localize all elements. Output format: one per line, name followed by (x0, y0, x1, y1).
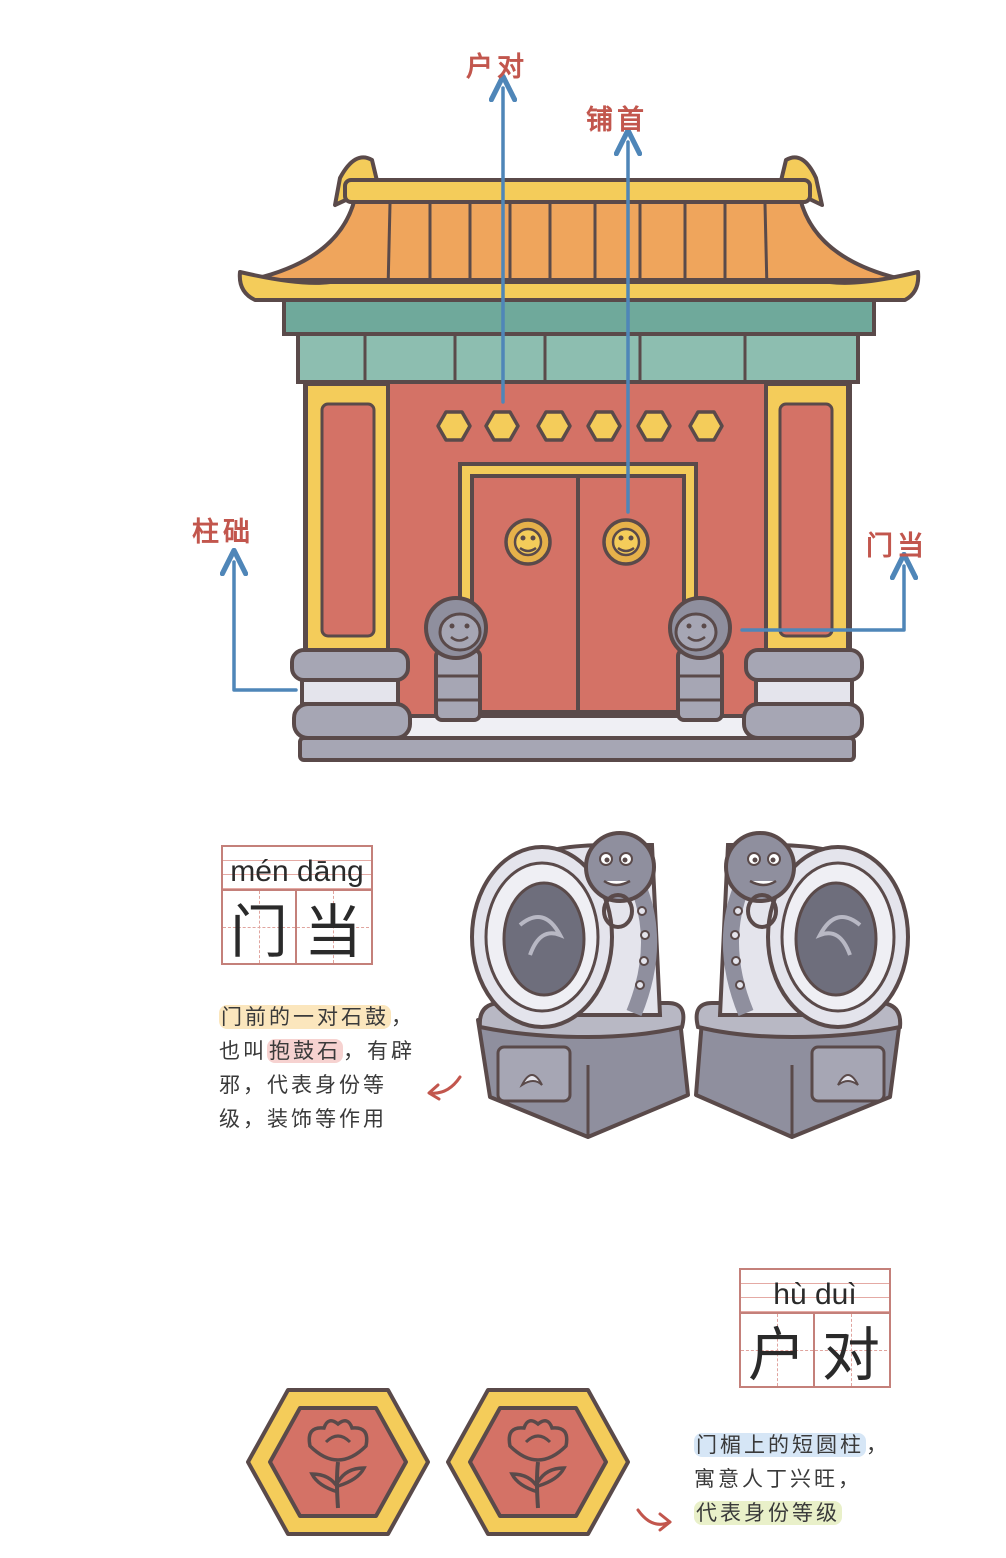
desc-text: 邪，代表身份等 (219, 1073, 387, 1097)
callout-mendang: 门当 (866, 531, 928, 562)
pinyin-line: hù duì (741, 1270, 889, 1314)
hudui-hexagon-left (246, 1388, 430, 1536)
side-panel-right (764, 382, 850, 656)
desc-text: 级，装饰等作用 (219, 1107, 387, 1131)
drum-stone-right (694, 831, 910, 1139)
desc-text: ， (391, 1005, 415, 1029)
lion-statue-left (424, 596, 488, 722)
arrow-mendang (740, 566, 904, 632)
hudui-hexagons (436, 410, 724, 442)
callout-pushou: 铺首 (586, 105, 648, 136)
lion-statue-right (668, 596, 732, 722)
mendang-description: 门前的一对石鼓， 也叫抱鼓石，有辟 邪，代表身份等 级，装饰等作用 (219, 1000, 459, 1136)
hanzi-grid: 户 对 (741, 1314, 889, 1389)
base-platform (298, 736, 856, 762)
pinyin-hudui: hù duì (773, 1278, 857, 1311)
pinyin-line: mén dāng (223, 847, 371, 891)
hanzi-cell: 门 (223, 891, 295, 966)
pointer-arrow-drum (428, 1075, 462, 1095)
side-panel-left (304, 382, 390, 656)
desc-text: ， (866, 1433, 890, 1457)
pillar-base-right (742, 648, 864, 740)
pillar-base-left (290, 648, 412, 740)
highlight-status: 代表身份等级 (694, 1501, 842, 1525)
hanzi-men: 门 (229, 898, 288, 966)
hanzi-cell: 对 (813, 1314, 887, 1389)
teal-beams (282, 298, 876, 384)
hanzi-cell: 户 (741, 1314, 813, 1389)
hanzi-cell: 当 (295, 891, 369, 966)
door-knocker-right (602, 518, 650, 566)
highlight-mendang: 门前的一对石鼓 (219, 1005, 391, 1029)
highlight-baogushi: 抱鼓石 (267, 1039, 343, 1063)
desc-text: 也叫 (219, 1039, 267, 1063)
main-door (458, 462, 698, 716)
roof (237, 155, 921, 302)
drum-stones-illustration (427, 831, 910, 1139)
door-knocker-left (504, 518, 552, 566)
term-card-mendang: mén dāng 门 当 (221, 845, 373, 966)
highlight-hudui: 门楣上的短圆柱 (694, 1433, 866, 1457)
hudui-hexagons-illustration (246, 1388, 672, 1536)
callout-hudui: 户对 (466, 52, 528, 83)
hudui-hexagon-right (446, 1388, 630, 1536)
callout-zhuchu: 柱础 (192, 517, 254, 548)
desc-text: ，有辟 (343, 1039, 415, 1063)
term-card-hudui: hù duì 户 对 (739, 1268, 891, 1389)
drum-stone-left (470, 831, 690, 1139)
gate-illustration (0, 0, 921, 762)
arrow-zhuchu (234, 562, 298, 692)
hanzi-dui: 对 (821, 1321, 880, 1389)
hudui-description: 门楣上的短圆柱， 寓意人丁兴旺， 代表身份等级 (694, 1428, 954, 1530)
hanzi-dang: 当 (303, 898, 362, 966)
desc-text: 寓意人丁兴旺， (694, 1467, 862, 1491)
pinyin-mendang: mén dāng (230, 855, 364, 888)
hanzi-grid: 门 当 (223, 891, 371, 966)
hanzi-hu: 户 (747, 1321, 806, 1389)
